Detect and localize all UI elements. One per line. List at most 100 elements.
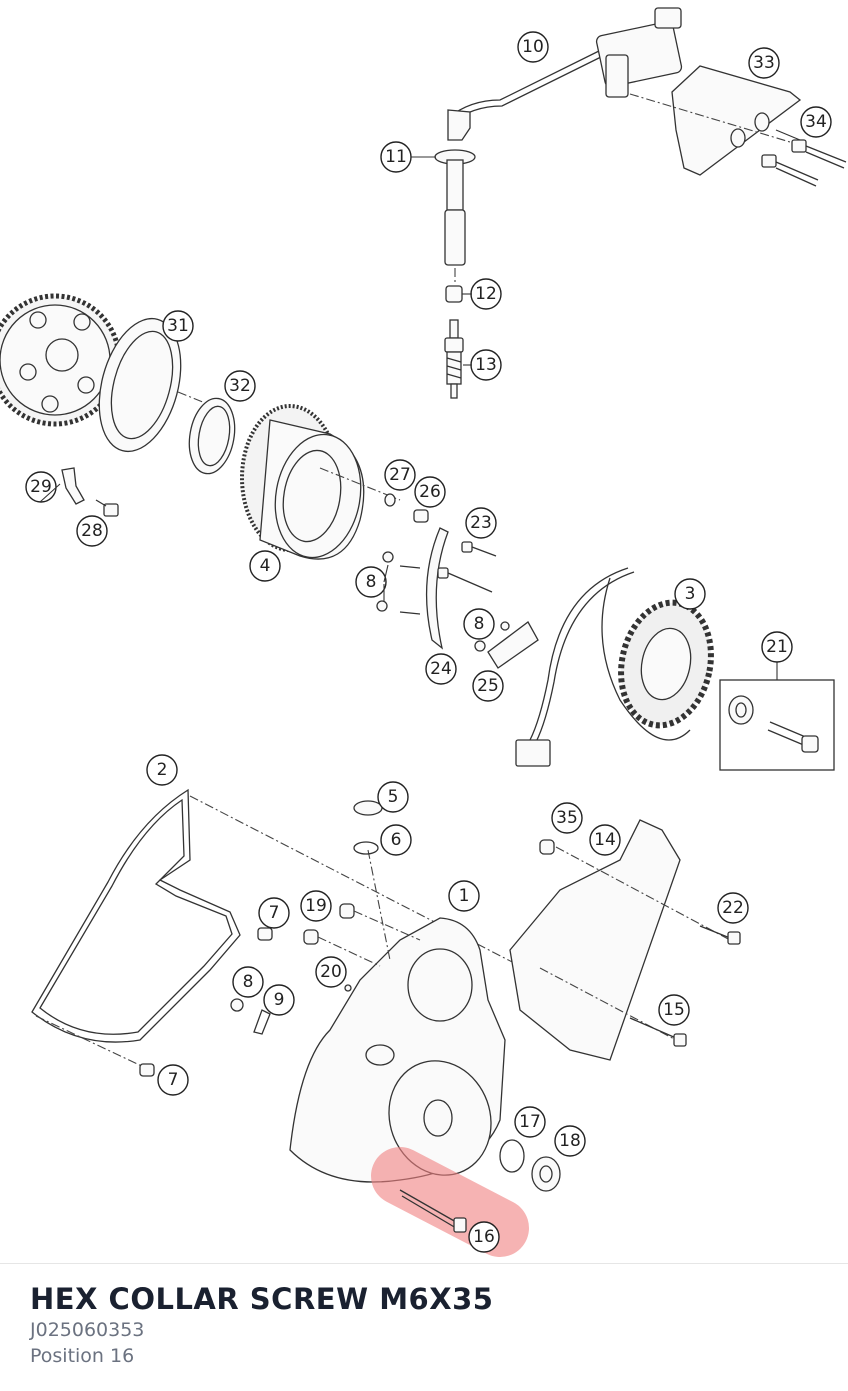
svg-text:8: 8 — [366, 572, 377, 592]
callout[interactable]: 24 — [425, 653, 457, 685]
svg-text:2: 2 — [157, 760, 168, 780]
freewheel[interactable] — [86, 309, 211, 460]
callout[interactable]: 11 — [380, 141, 412, 173]
svg-text:6: 6 — [391, 830, 402, 850]
o-ring[interactable] — [353, 841, 379, 855]
svg-text:28: 28 — [81, 521, 103, 541]
small-pin[interactable] — [344, 984, 352, 992]
bush[interactable] — [303, 903, 421, 967]
callout[interactable]: 33 — [748, 47, 780, 79]
retaining-plate[interactable] — [61, 467, 85, 505]
part-position: Position 16 — [30, 1345, 135, 1367]
part-title: HEX COLLAR SCREW M6X35 — [30, 1282, 494, 1316]
svg-text:19: 19 — [305, 896, 327, 916]
callout[interactable]: 8 — [355, 566, 387, 598]
guide-rail[interactable] — [425, 527, 449, 650]
svg-text:9: 9 — [274, 990, 285, 1010]
cover-part[interactable] — [509, 819, 731, 1061]
svg-text:15: 15 — [663, 1000, 685, 1020]
callout[interactable]: 7 — [258, 897, 290, 929]
callout[interactable]: 9 — [263, 984, 295, 1016]
callout[interactable]: 20 — [315, 956, 347, 988]
dowel-pin-upper[interactable] — [257, 927, 273, 941]
callout[interactable]: 25 — [472, 670, 504, 702]
svg-text:13: 13 — [475, 355, 497, 375]
callout[interactable]: 8 — [463, 608, 495, 640]
svg-text:4: 4 — [260, 556, 271, 576]
svg-text:25: 25 — [477, 676, 499, 696]
svg-text:32: 32 — [229, 376, 251, 396]
clip[interactable] — [253, 1009, 271, 1035]
callout[interactable]: 1 — [448, 880, 480, 912]
rotor-washer[interactable] — [384, 493, 396, 507]
callout[interactable]: 13 — [470, 349, 502, 381]
callout[interactable]: 10 — [517, 31, 549, 63]
seal-ring[interactable] — [499, 1139, 525, 1173]
small-screw[interactable] — [95, 499, 119, 517]
rotor[interactable] — [240, 404, 401, 564]
svg-text:17: 17 — [519, 1112, 541, 1132]
ignition-cover[interactable] — [289, 849, 507, 1190]
callout[interactable]: 14 — [589, 824, 621, 856]
bearing-ring[interactable] — [184, 395, 241, 477]
svg-text:24: 24 — [430, 659, 452, 679]
stator-cable[interactable] — [515, 567, 691, 767]
part-info-panel: HEX COLLAR SCREW M6X35 J025060353 Positi… — [0, 1263, 848, 1391]
svg-text:12: 12 — [475, 284, 497, 304]
callout[interactable]: 12 — [470, 278, 502, 310]
callout[interactable]: 8 — [232, 966, 264, 998]
svg-text:21: 21 — [766, 637, 788, 657]
callout[interactable]: 29 — [25, 471, 57, 503]
callout[interactable]: 17 — [514, 1106, 546, 1138]
kit-box — [719, 662, 835, 771]
dowel-pin-lower[interactable] — [139, 1063, 155, 1077]
svg-text:16: 16 — [473, 1227, 495, 1247]
callout[interactable]: 21 — [761, 631, 793, 663]
callout[interactable]: 4 — [249, 550, 281, 582]
screw-15[interactable] — [629, 1017, 687, 1047]
svg-text:3: 3 — [685, 584, 696, 604]
screw-22[interactable] — [699, 925, 741, 945]
callout-highlighted[interactable]: 16 — [468, 1221, 500, 1253]
callout[interactable]: 22 — [717, 892, 749, 924]
ignition-coil[interactable] — [447, 7, 683, 125]
callout[interactable]: 28 — [76, 515, 108, 547]
stator[interactable] — [610, 594, 722, 734]
rotor-nut[interactable] — [413, 509, 429, 523]
callout[interactable]: 32 — [224, 370, 256, 402]
svg-text:7: 7 — [269, 903, 280, 923]
svg-text:22: 22 — [722, 898, 744, 918]
callout[interactable]: 18 — [554, 1125, 586, 1157]
svg-text:8: 8 — [243, 972, 254, 992]
spark-plug[interactable] — [444, 319, 464, 399]
exploded-parts-diagram: 10 33 34 11 12 13 31 32 27 26 29 28 23 3… — [0, 7, 847, 1257]
callouts: 10 33 34 11 12 13 31 32 27 26 29 28 23 3… — [25, 31, 832, 1253]
callout[interactable]: 26 — [414, 476, 446, 508]
dowel-sleeve[interactable] — [539, 839, 555, 855]
callout[interactable]: 6 — [380, 824, 412, 856]
leader-lines — [39, 129, 801, 602]
callout[interactable]: 3 — [674, 578, 706, 610]
callout[interactable]: 2 — [146, 754, 178, 786]
tensioner-rail[interactable] — [474, 621, 539, 669]
callout[interactable]: 23 — [465, 507, 497, 539]
bracket-screws[interactable] — [629, 93, 847, 187]
callout[interactable]: 19 — [300, 890, 332, 922]
callout[interactable]: 5 — [377, 781, 409, 813]
part-number: J025060353 — [30, 1319, 145, 1341]
spark-plug-nut[interactable] — [445, 285, 463, 303]
svg-text:29: 29 — [30, 477, 52, 497]
nut[interactable] — [230, 998, 244, 1012]
callout[interactable]: 31 — [162, 310, 194, 342]
shaft-seal[interactable] — [531, 1156, 561, 1192]
callout[interactable]: 7 — [157, 1064, 189, 1096]
callout[interactable]: 34 — [800, 106, 832, 138]
callout[interactable]: 15 — [658, 994, 690, 1026]
spark-plug-cap[interactable] — [434, 109, 476, 285]
highlighted-part-hex-collar-screw[interactable] — [371, 1147, 529, 1257]
guide-screws[interactable] — [376, 541, 497, 615]
coil-bracket[interactable] — [671, 65, 802, 176]
callout[interactable]: 35 — [551, 802, 583, 834]
callout[interactable]: 27 — [384, 459, 416, 491]
inspection-plug[interactable] — [353, 800, 383, 816]
